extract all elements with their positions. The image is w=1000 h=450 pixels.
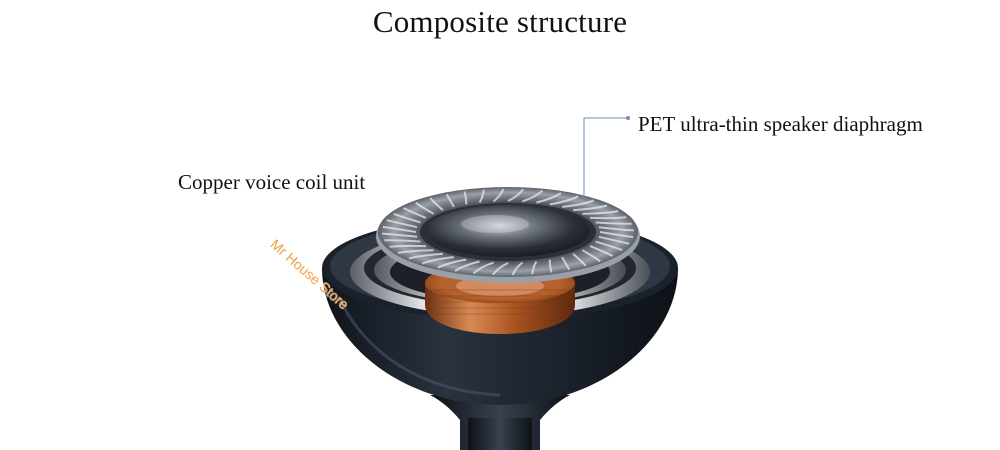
pet-diaphragm <box>376 187 640 283</box>
page-title: Composite structure <box>372 4 628 39</box>
diaphragm-leader-line <box>583 116 630 198</box>
earbud-stem <box>430 395 570 450</box>
voice-coil-label: Copper voice coil unit <box>178 170 366 194</box>
diaphragm-label: PET ultra-thin speaker diaphragm <box>638 112 923 136</box>
